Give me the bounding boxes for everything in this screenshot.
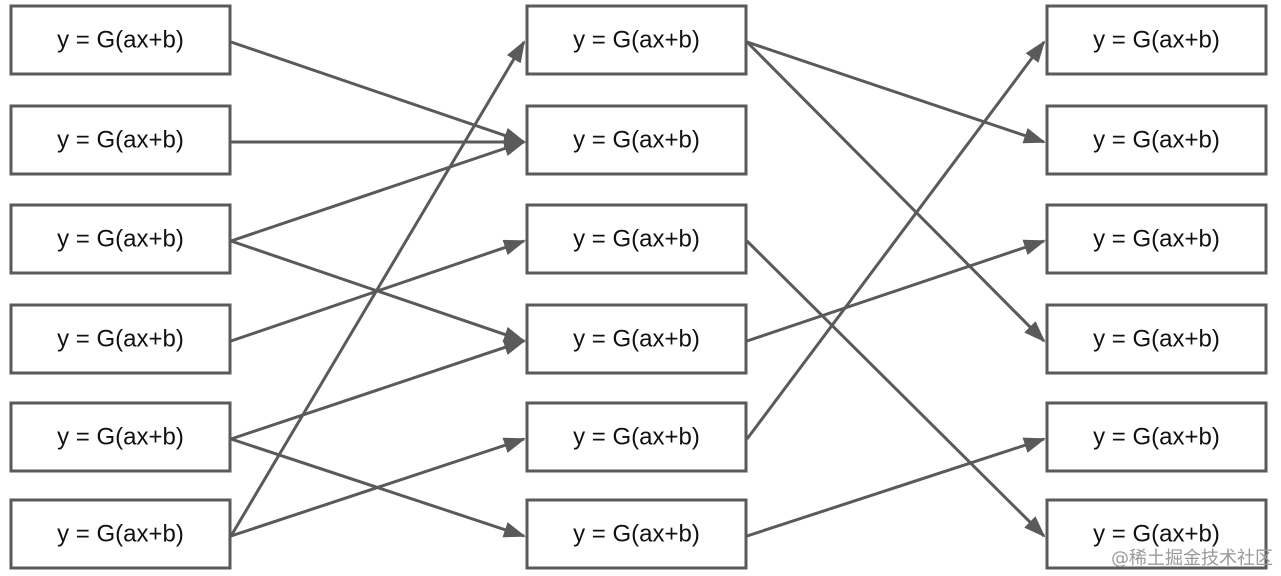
edge-m6-to-r5 <box>746 437 1046 538</box>
node-label: y = G(ax+b) <box>573 423 700 450</box>
node-m6: y = G(ax+b) <box>525 498 748 570</box>
node-label: y = G(ax+b) <box>1093 423 1220 450</box>
node-label: y = G(ax+b) <box>57 423 184 450</box>
node-box <box>9 401 232 473</box>
node-m3: y = G(ax+b) <box>525 203 748 275</box>
node-label: y = G(ax+b) <box>57 26 184 53</box>
node-box <box>525 498 748 570</box>
edge-l1-to-m2 <box>230 40 526 144</box>
node-r4: y = G(ax+b) <box>1045 303 1268 375</box>
node-label: y = G(ax+b) <box>573 225 700 252</box>
nodes-layer: y = G(ax+b) y = G(ax+b) y = G(ax+b) y = G(a… <box>9 4 1268 570</box>
node-label: y = G(ax+b) <box>573 520 700 547</box>
node-m1: y = G(ax+b) <box>525 4 748 76</box>
node-label: y = G(ax+b) <box>573 126 700 153</box>
node-box <box>525 203 748 275</box>
node-r2: y = G(ax+b) <box>1045 104 1268 176</box>
node-label: y = G(ax+b) <box>57 325 184 352</box>
node-label: y = G(ax+b) <box>573 26 700 53</box>
node-r5: y = G(ax+b) <box>1045 401 1268 473</box>
edge-m5-to-r1 <box>745 40 1046 440</box>
node-r6: y = G(ax+b) <box>1045 498 1268 570</box>
edges-layer <box>229 40 1046 538</box>
node-box <box>525 303 748 375</box>
node-box <box>1045 203 1268 275</box>
node-box <box>1045 498 1268 570</box>
node-box <box>1045 401 1268 473</box>
edge-m1-to-r2 <box>746 40 1046 144</box>
node-label: y = G(ax+b) <box>57 520 184 547</box>
node-m5: y = G(ax+b) <box>525 401 748 473</box>
node-l3: y = G(ax+b) <box>9 203 232 275</box>
node-l5: y = G(ax+b) <box>9 401 232 473</box>
node-box <box>9 104 232 176</box>
node-label: y = G(ax+b) <box>57 225 184 252</box>
node-label: y = G(ax+b) <box>1093 225 1220 252</box>
node-label: y = G(ax+b) <box>1093 126 1220 153</box>
node-box <box>9 303 232 375</box>
edge-l6-to-m1 <box>229 40 526 537</box>
node-box <box>1045 303 1268 375</box>
node-label: y = G(ax+b) <box>1093 26 1220 53</box>
node-box <box>525 4 748 76</box>
node-box <box>525 401 748 473</box>
edge-m4-to-r3 <box>746 239 1046 343</box>
edge-l6-to-m5 <box>230 437 526 538</box>
node-r3: y = G(ax+b) <box>1045 203 1268 275</box>
node-l2: y = G(ax+b) <box>9 104 232 176</box>
edge-l5-to-m4 <box>230 339 526 441</box>
node-box <box>9 203 232 275</box>
node-m4: y = G(ax+b) <box>525 303 748 375</box>
node-box <box>1045 4 1268 76</box>
node-label: y = G(ax+b) <box>1093 520 1220 547</box>
node-l4: y = G(ax+b) <box>9 303 232 375</box>
node-l1: y = G(ax+b) <box>9 4 232 76</box>
edge-m3-to-r6 <box>745 239 1046 538</box>
edge-m1-to-r4 <box>745 40 1046 343</box>
node-box <box>9 498 232 570</box>
node-box <box>9 4 232 76</box>
node-box <box>1045 104 1268 176</box>
node-label: y = G(ax+b) <box>1093 325 1220 352</box>
node-label: y = G(ax+b) <box>573 325 700 352</box>
node-l6: y = G(ax+b) <box>9 498 232 570</box>
node-r1: y = G(ax+b) <box>1045 4 1268 76</box>
node-m2: y = G(ax+b) <box>525 104 748 176</box>
node-label: y = G(ax+b) <box>57 126 184 153</box>
edge-l3-to-m2 <box>230 140 526 243</box>
node-box <box>525 104 748 176</box>
